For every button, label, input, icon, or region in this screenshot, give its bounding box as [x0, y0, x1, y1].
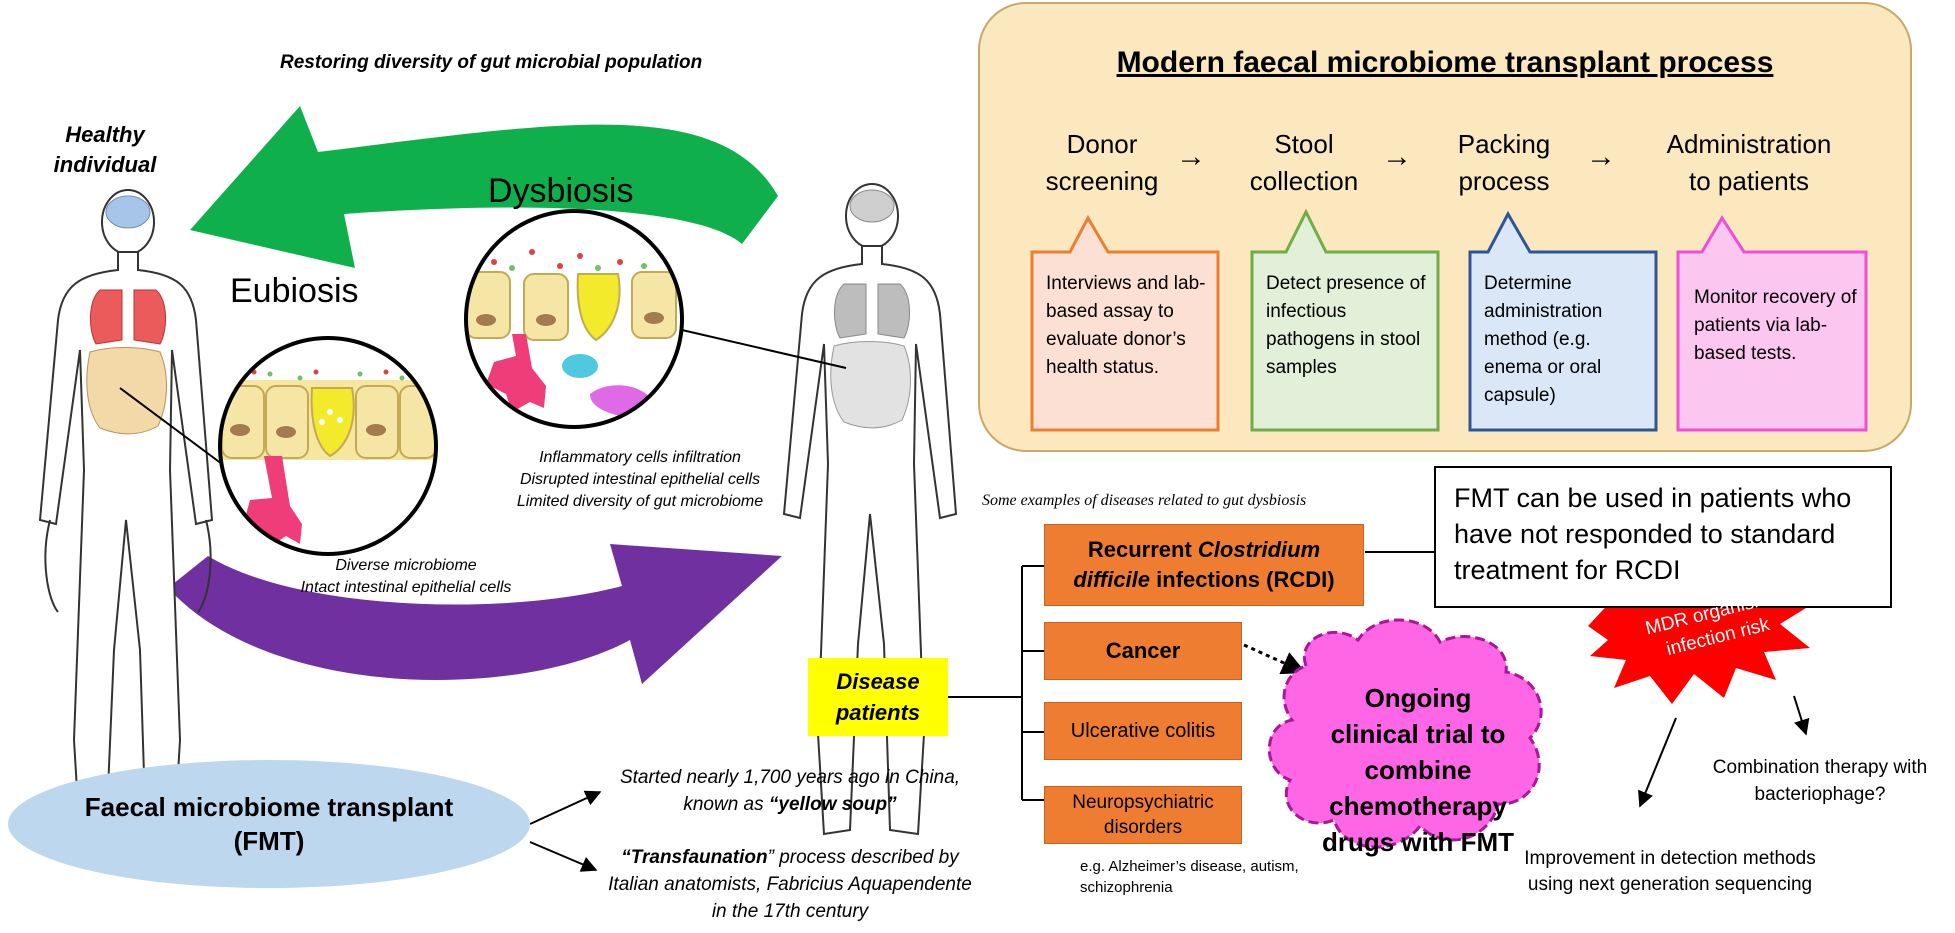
healthy-body-figure [38, 189, 214, 842]
purple-arrow [168, 544, 782, 684]
step-donor-title: Donor screening [1002, 126, 1202, 200]
patient-body-figure [782, 183, 958, 836]
disease-rcdi-box: Recurrent Clostridium difficile infectio… [1044, 524, 1364, 606]
callout-packing-text: Determine administration method (e.g. en… [1484, 273, 1603, 406]
dysbiosis-circle [464, 209, 684, 429]
dysbiosis-caption-1: Inflammatory cells infiltration [539, 449, 741, 466]
fmt-history-1: Started nearly 1,700 years ago in China,… [610, 764, 970, 818]
fmt-history-2-bold: “Transfaunation [621, 847, 768, 868]
green-arrow [190, 106, 778, 268]
eubiosis-title: Eubiosis [230, 272, 359, 310]
dysbiosis-connector [681, 329, 847, 369]
fmt-history-1-bold: “yellow soup” [768, 794, 897, 815]
disease-cancer-box: Cancer [1044, 622, 1242, 680]
dysbiosis-caption-3: Limited diversity of gut microbiome [516, 493, 764, 510]
rcdi-text-1: Recurrent [1087, 537, 1198, 562]
step-donor-line-1: Donor [1066, 129, 1138, 159]
callout-stool-text: Detect presence of infectious pathogens … [1266, 273, 1426, 378]
eubiosis-caption-1: Diverse microbiome [335, 557, 477, 574]
step-stool-line-1: Stool [1274, 129, 1334, 159]
eubiosis-circle [218, 336, 438, 556]
disease-colitis-label: Ulcerative colitis [1070, 719, 1216, 742]
disease-patients-label: Disease patients [835, 669, 921, 725]
disease-neuro-box: Neuropsychiatric disorders [1044, 786, 1242, 844]
dysbiosis-illustration [466, 211, 682, 427]
step-arrow-3: → [1586, 140, 1616, 173]
healthy-lungs [90, 289, 166, 345]
rcdi-text-4: infections (RCDI) [1150, 567, 1335, 592]
dysbiosis-caption-2: Disrupted intestinal epithelial cells [519, 471, 761, 488]
fmt-history-2: “Transfaunation” process described by It… [604, 844, 976, 925]
disease-cancer-label: Cancer [1105, 638, 1181, 663]
process-title: Modern faecal microbiome transplant proc… [1116, 46, 1774, 79]
fmt-history-1-text: Started nearly 1,700 years ago in China,… [619, 767, 961, 815]
healthy-brain [105, 195, 151, 229]
disease-neuro-label: Neuropsychiatric disorders [1072, 792, 1214, 838]
fmt-title: Faecal microbiome transplant (FMT) [84, 792, 454, 856]
step-packing-title: Packing process [1404, 126, 1604, 200]
patient-brain [849, 189, 895, 223]
cancer-to-trial-arrow [1243, 643, 1307, 675]
eubiosis-captions: Diverse microbiome Intact intestinal epi… [238, 555, 574, 599]
history-arrow-1 [529, 790, 602, 825]
patient-intestine [830, 341, 911, 429]
eubiosis-connector [119, 387, 223, 465]
neuro-examples: e.g. Alzheimer’s disease, autism, schizo… [1080, 858, 1299, 896]
disease-colitis-box: Ulcerative colitis [1044, 702, 1242, 760]
step-arrow-1: → [1176, 140, 1206, 173]
clinical-trial-cloud [1267, 618, 1543, 849]
dysbiosis-captions: Inflammatory cells infiltration Disrupte… [480, 447, 800, 513]
fmt-rcdi-note: FMT can be used in patients who have not… [1434, 466, 1892, 608]
dysbiosis-title: Dysbiosis [488, 172, 634, 210]
mdr-to-bacteriophage-arrow [1793, 695, 1810, 736]
diseases-heading: Some examples of diseases related to gut… [982, 492, 1307, 509]
healthy-intestine [86, 347, 167, 435]
step-stool-line-2: collection [1249, 166, 1359, 196]
disease-tree-lines [948, 551, 1434, 801]
disease-rcdi-label: Recurrent Clostridium difficile infectio… [1073, 535, 1334, 595]
eubiosis-illustration [220, 338, 436, 554]
step-admin-line-2: to patients [1689, 166, 1809, 196]
disease-patients-box: Disease patients [808, 658, 948, 736]
healthy-individual-label: Healthy individual [53, 122, 157, 177]
step-donor-line-2: screening [1045, 166, 1159, 196]
rcdi-text-3: difficile [1073, 567, 1151, 592]
callout-donor-text: Interviews and lab-based assay to evalua… [1046, 273, 1206, 378]
step-arrow-2: → [1382, 140, 1412, 173]
mdr-to-detection-arrow [1638, 717, 1677, 808]
bacteriophage-text: Combination therapy with bacteriophage? [1712, 757, 1928, 805]
fmt-history-2-text: ” process described by Italian anatomist… [608, 847, 972, 922]
eubiosis-caption-2: Intact intestinal epithelial cells [300, 579, 512, 596]
clinical-trial-text: Ongoing clinical trial to combine chemot… [1321, 683, 1515, 857]
step-stool-title: Stool collection [1204, 126, 1404, 200]
callout-admin-text: Monitor recovery of patients via lab-bas… [1694, 287, 1857, 364]
step-packing-line-2: process [1458, 166, 1550, 196]
detection-text: Improvement in detection methods using n… [1524, 848, 1816, 895]
history-arrow-2 [529, 841, 598, 872]
step-admin-title: Administration to patients [1646, 126, 1852, 200]
fmt-ellipse: Faecal microbiome transplant (FMT) [8, 760, 530, 888]
step-admin-line-1: Administration [1666, 129, 1832, 159]
patient-lungs [834, 283, 910, 339]
rcdi-text-2: Clostridium [1197, 537, 1321, 562]
restoring-diversity-label: Restoring diversity of gut microbial pop… [280, 52, 703, 73]
step-packing-line-1: Packing [1457, 129, 1551, 159]
